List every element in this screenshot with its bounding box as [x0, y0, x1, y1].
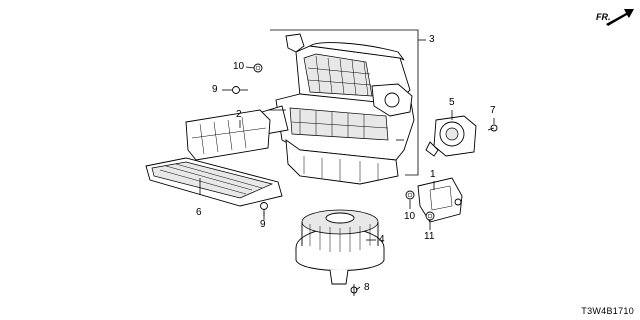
leader-lines — [199, 66, 495, 291]
callout-9-upper: 9 — [212, 84, 218, 95]
heater-unit-housing — [261, 33, 415, 185]
air-filter — [145, 157, 283, 207]
callout-8: 8 — [364, 282, 370, 293]
callout-9-lower: 9 — [260, 219, 266, 230]
front-direction-label: FR. — [596, 12, 611, 22]
filter-cover — [185, 109, 271, 161]
blower-motor — [295, 209, 385, 285]
callout-10-upper: 10 — [233, 61, 245, 72]
diagram-code: T3W4B1710 — [581, 306, 634, 316]
nut-11 — [425, 211, 435, 221]
callout-2: 2 — [236, 109, 242, 120]
nut-10-upper — [253, 63, 263, 73]
screw-9-upper — [232, 86, 248, 94]
callout-7: 7 — [490, 105, 496, 116]
front-direction-arrow-icon — [606, 9, 634, 26]
screw-7 — [487, 124, 498, 132]
screw-8 — [350, 284, 358, 296]
nut-10-lower — [405, 190, 415, 200]
callout-10-lower: 10 — [404, 211, 416, 222]
mode-motor-actuator — [425, 115, 477, 157]
callout-1: 1 — [430, 169, 436, 180]
callout-11: 11 — [424, 231, 435, 242]
housing-assembly-bracket — [270, 29, 426, 176]
callout-5: 5 — [449, 97, 455, 108]
power-transistor — [417, 177, 463, 223]
callout-6: 6 — [196, 207, 202, 218]
callout-4: 4 — [379, 234, 385, 245]
callout-3: 3 — [429, 34, 435, 45]
